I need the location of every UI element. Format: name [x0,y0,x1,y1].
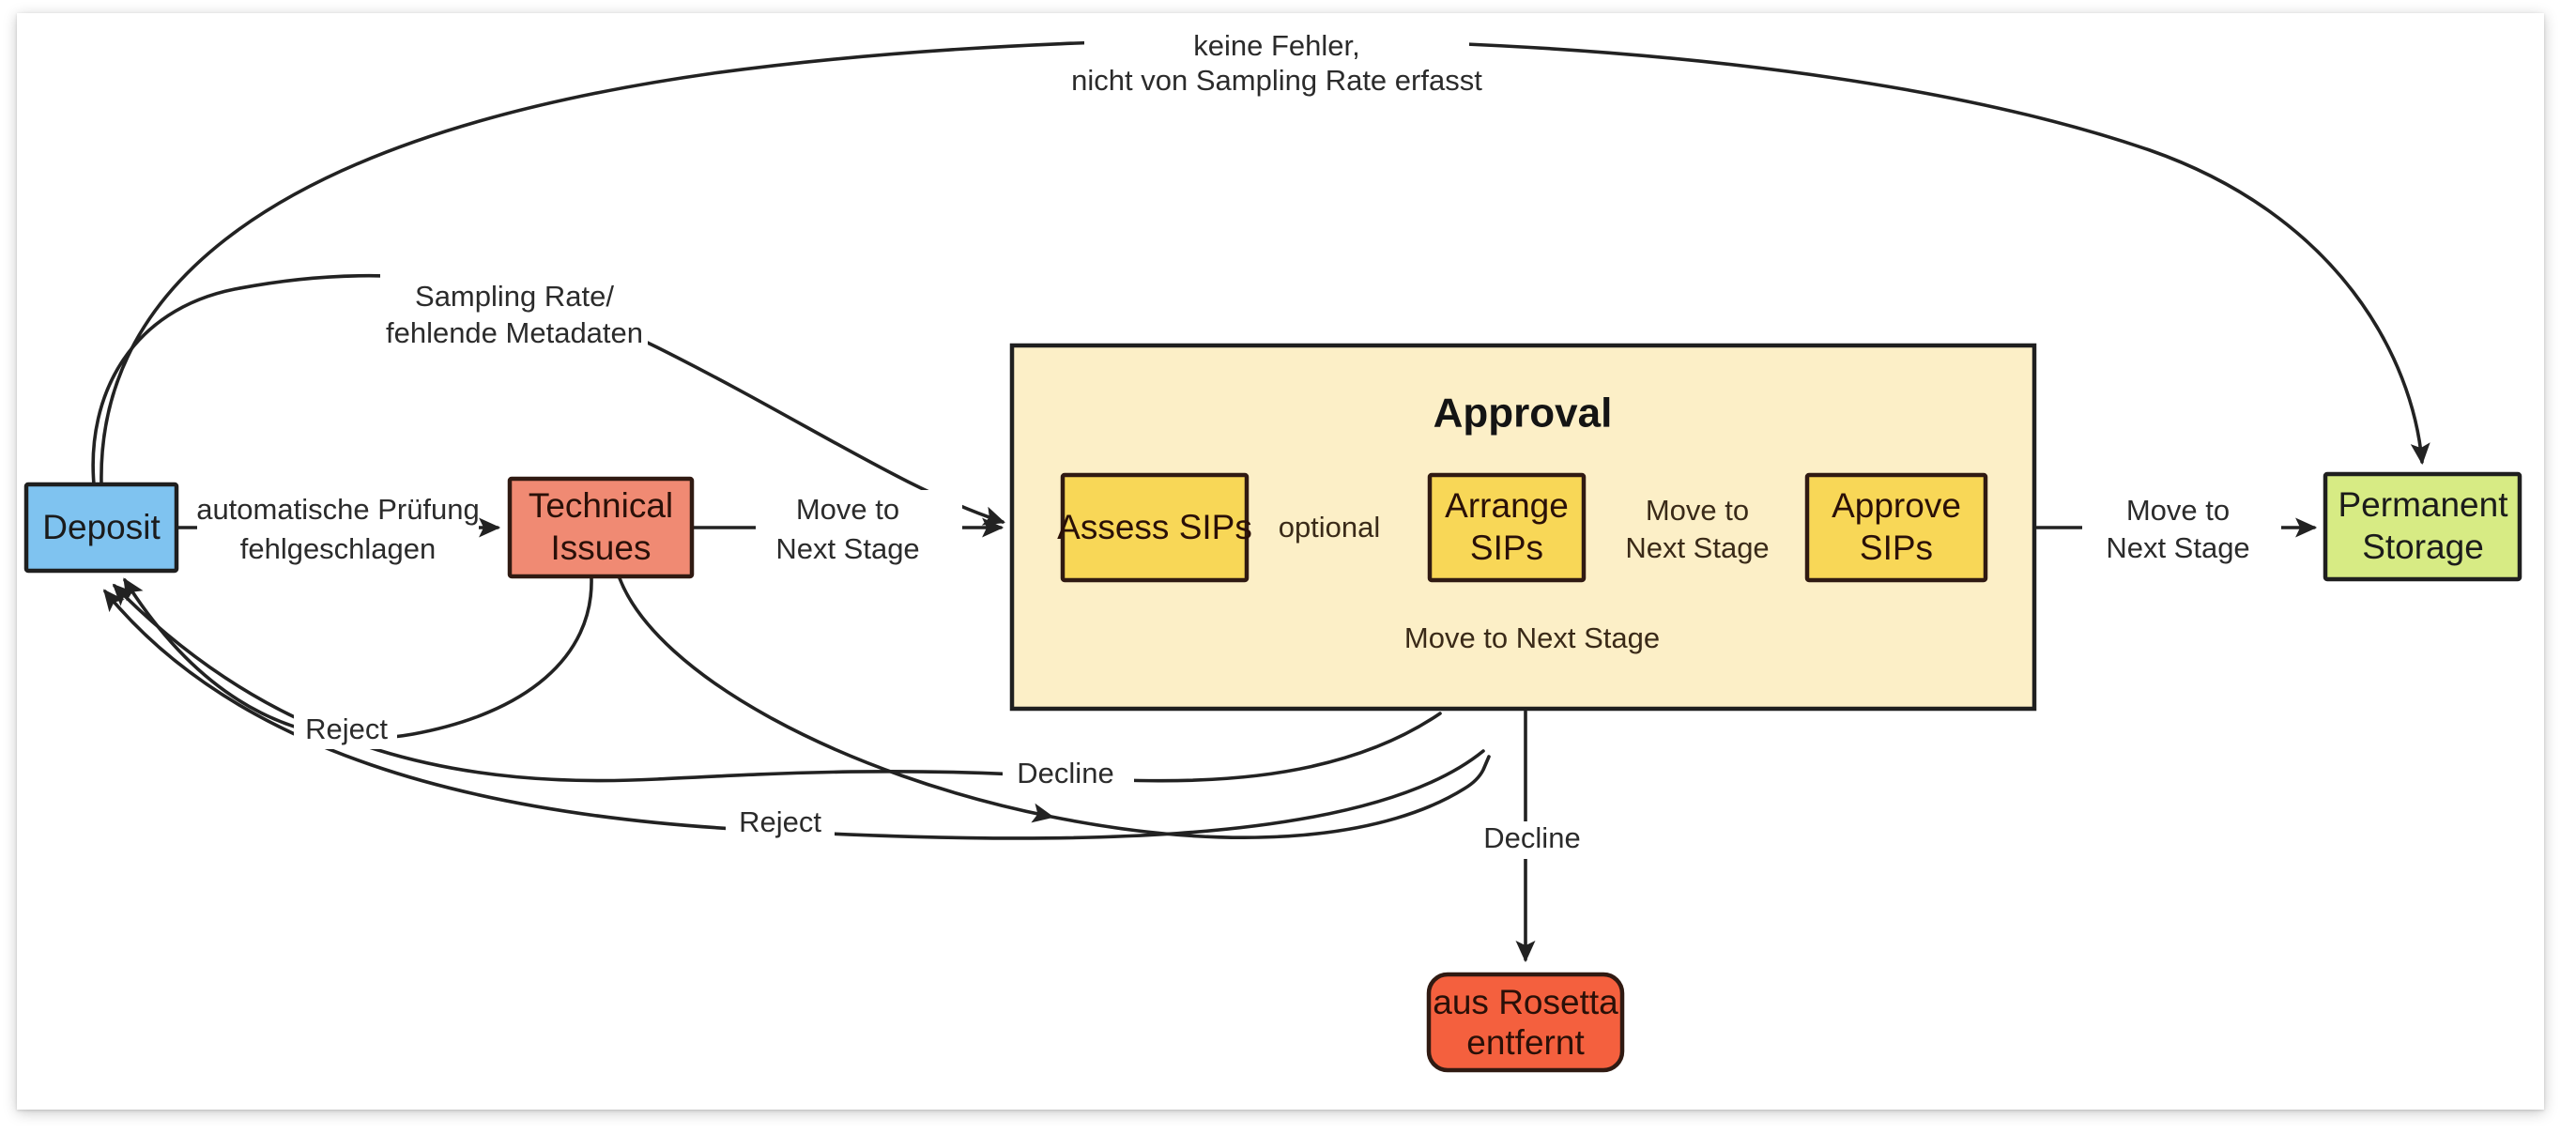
edge-label-automatische-pruefung-bg [197,490,479,569]
assess-sips-label: Assess SIPs [1057,508,1252,546]
node-technical-issues[interactable]: Technical Issues [507,476,695,579]
deposit-box[interactable] [23,482,179,574]
edge-label-move-to-next-stage-bypass: Move to Next Stage [1388,621,1679,658]
aus-rosetta-entfernt-label-line1: aus Rosetta [1433,983,1618,1021]
edge-label-optional-bg [1269,512,1389,545]
edge-label-reject-2-bg [726,805,835,843]
edge-label-keine-fehler-line2: nicht von Sampling Rate erfasst [1071,64,1482,97]
edge-label-reject-2-text: Reject [739,805,821,838]
aus-rosetta-entfernt-box[interactable] [1426,972,1625,1073]
arrange-sips-label-line2: SIPs [1470,529,1543,567]
edge-label-sampling-rate-line2: fehlende Metadaten [386,316,643,349]
edge-label-reject-2: Reject [726,805,835,843]
edge-label-optional: optional [1269,511,1389,545]
arrange-sips-label-line1: Arrange [1445,486,1569,525]
edge-label-optional-text: optional [1279,511,1381,544]
arrange-sips-box[interactable] [1427,472,1587,583]
permanent-storage-label-line2: Storage [2362,528,2484,566]
approve-sips-box[interactable] [1804,472,1988,583]
edge-label-automatische-pruefung-line2: fehlgeschlagen [240,532,437,565]
edge-label-move-to-next-stage-3-line2: Next Stage [2106,531,2249,564]
edge-label-move-to-next-stage-2-line2: Next Stage [1625,531,1769,564]
edge-label-decline-removed-text: Decline [1483,821,1580,854]
assess-sips-box[interactable] [1060,472,1250,583]
edge-label-reject-1-bg [294,713,397,749]
deposit-label: Deposit [42,508,161,546]
edge-label-decline-deposit-bg [1003,757,1134,794]
edge-label-move-to-next-stage-1: Move to Next Stage [756,490,962,569]
aus-rosetta-entfernt-label-line2: entfernt [1466,1023,1585,1062]
node-aus-rosetta-entfernt[interactable]: aus Rosetta entfernt [1426,972,1625,1073]
edge-label-decline-removed-bg [1472,821,1603,859]
approve-sips-label-line2: SIPs [1860,529,1933,567]
edge-label-move-to-next-stage-1-line2: Next Stage [775,532,919,565]
edge-label-move-to-next-stage-bypass-bg [1388,622,1679,658]
edge-label-keine-fehler-bg [1084,24,1469,101]
node-arrange-sips[interactable]: Arrange SIPs [1427,472,1587,583]
edge-label-move-to-next-stage-2-line1: Move to [1646,494,1749,527]
edge-technical-issues-to-deposit-reject [123,576,593,741]
approval-container-title: Approval [1434,391,1613,437]
edge-label-move-to-next-stage-bypass-text: Move to Next Stage [1404,621,1660,654]
permanent-storage-box[interactable] [2323,471,2522,582]
technical-issues-label-line1: Technical [529,486,673,525]
edge-label-decline-deposit: Decline [1003,757,1134,794]
edge-label-decline-deposit-text: Decline [1017,757,1113,789]
node-permanent-storage[interactable]: Permanent Storage [2323,471,2522,582]
edge-technical-issues-to-deposit-reject-2 [618,576,1491,839]
node-deposit[interactable]: Deposit [23,482,179,574]
edge-label-sampling-rate-line1: Sampling Rate/ [415,280,614,313]
edge-label-move-to-next-stage-1-line1: Move to [796,493,899,526]
edge-label-keine-fehler: keine Fehler, nicht von Sampling Rate er… [1071,24,1482,101]
approve-sips-label-line1: Approve [1832,486,1961,525]
edge-label-move-to-next-stage-3-line1: Move to [2126,494,2230,527]
edge-label-move-to-next-stage-3-bg [2082,492,2281,567]
edge-label-move-to-next-stage-3: Move to Next Stage [2082,492,2281,567]
edge-label-decline-removed: Decline [1472,821,1603,859]
edge-label-reject-1: Reject [294,713,397,749]
edge-label-automatische-pruefung: automatische Prüfung fehlgeschlagen [196,490,480,569]
edge-label-move-to-next-stage-2-bg [1602,492,1785,567]
node-approve-sips[interactable]: Approve SIPs [1804,472,1988,583]
technical-issues-box[interactable] [507,476,695,579]
permanent-storage-label-line1: Permanent [2338,485,2509,524]
edge-label-automatische-pruefung-line1: automatische Prüfung [196,493,480,526]
node-assess-sips[interactable]: Assess SIPs [1057,472,1252,583]
edge-label-reject-1-text: Reject [305,713,388,745]
edge-label-move-to-next-stage-2: Move to Next Stage [1602,492,1785,567]
technical-issues-label-line2: Issues [551,529,652,567]
edge-label-sampling-rate: Sampling Rate/ fehlende Metadaten [380,272,648,349]
edge-label-move-to-next-stage-1-bg [756,490,962,569]
edge-label-keine-fehler-line1: keine Fehler, [1193,29,1360,62]
edge-label-sampling-rate-bg [380,272,648,349]
